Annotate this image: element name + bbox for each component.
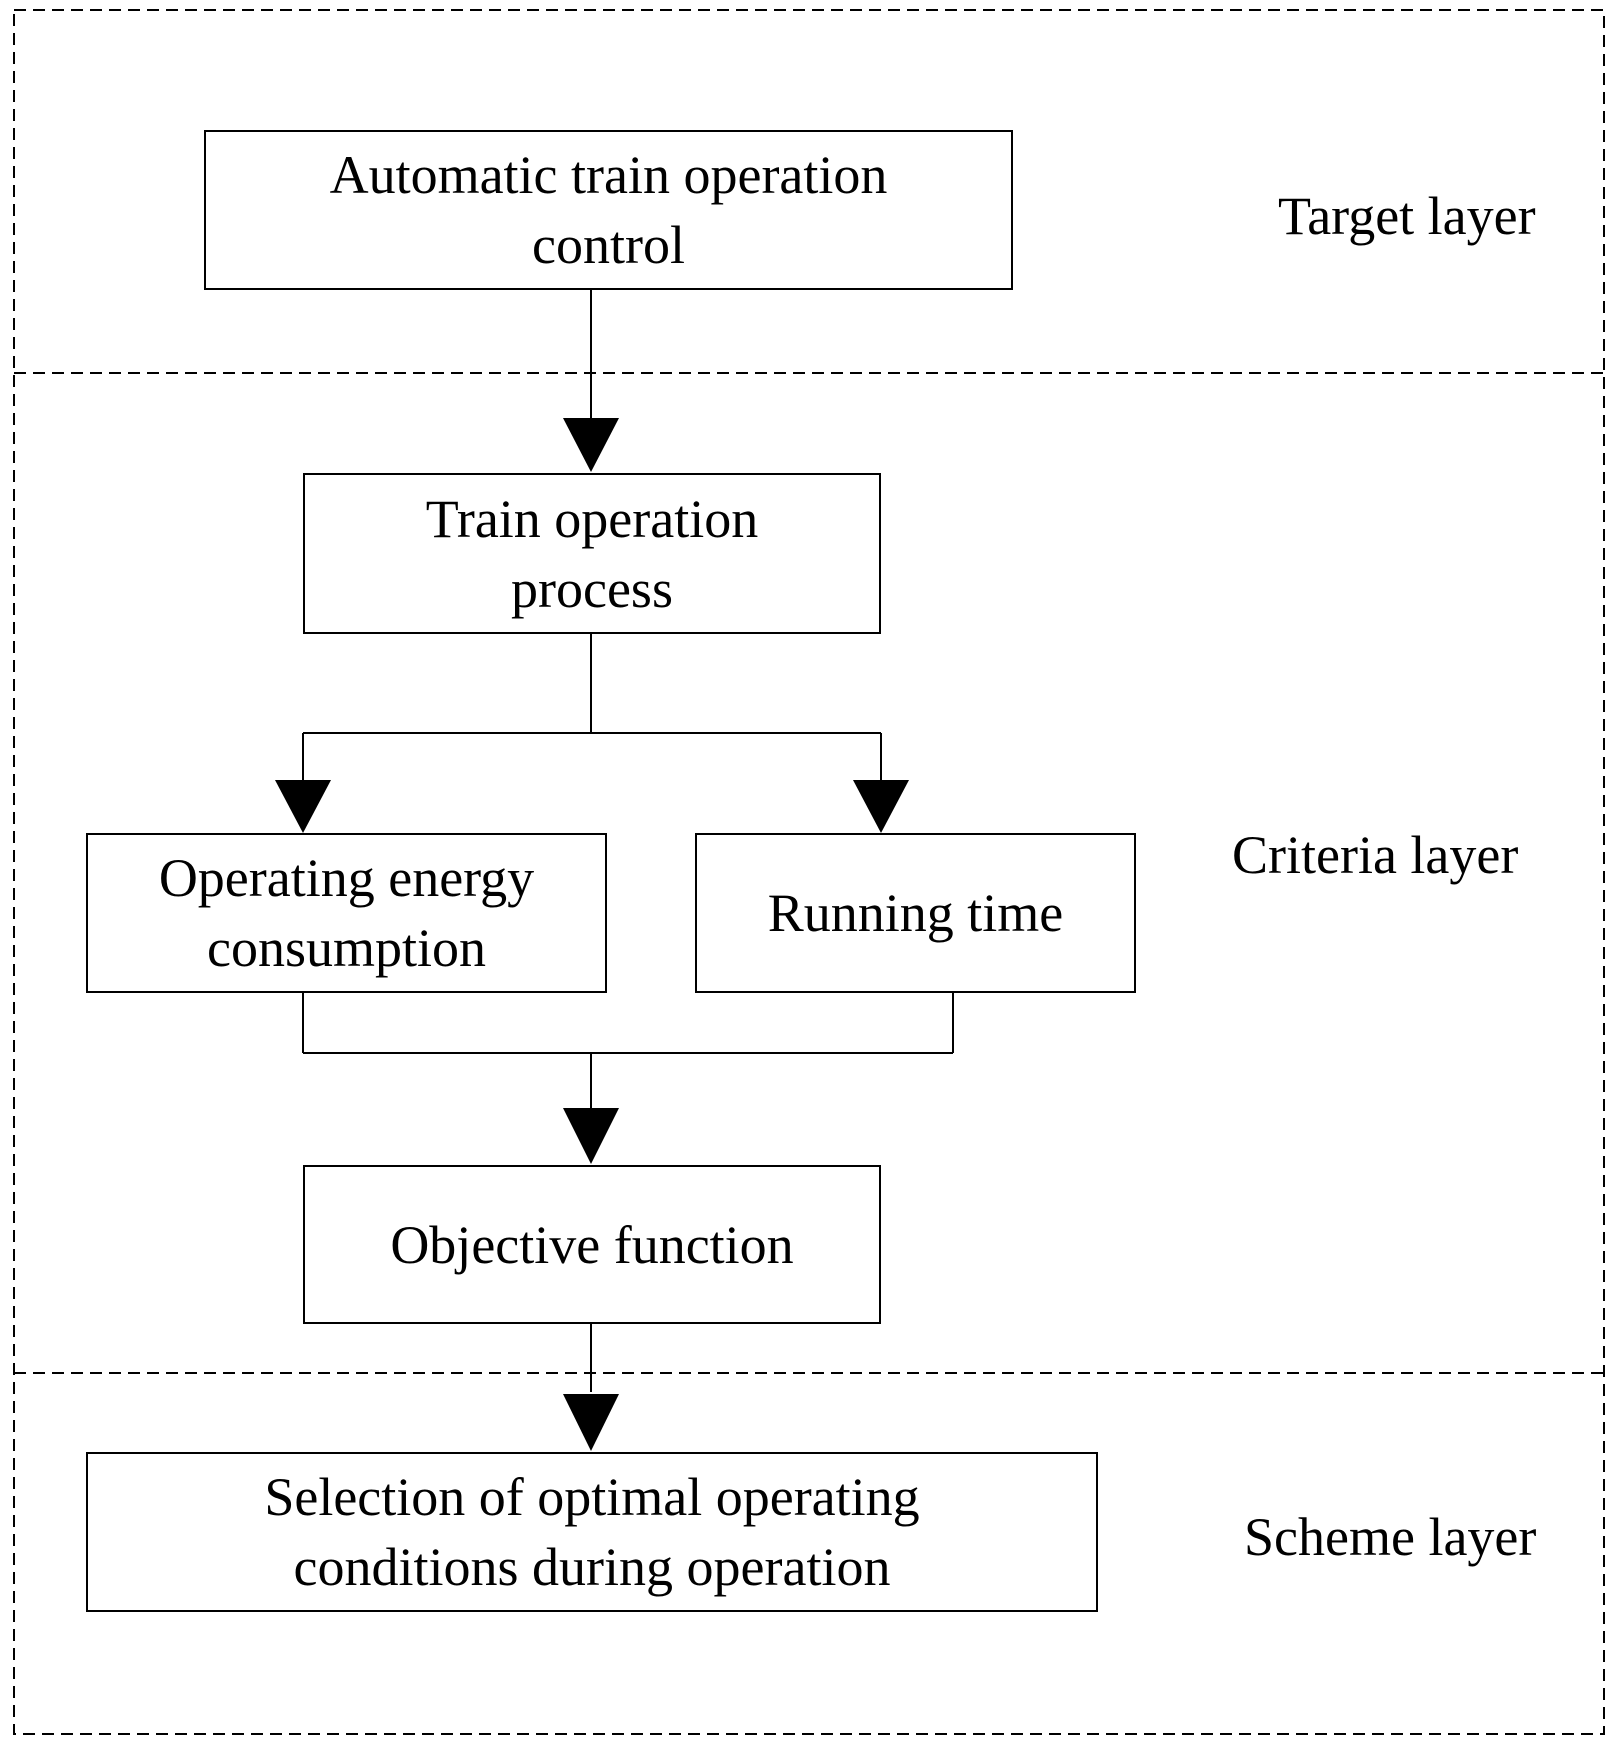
arrowhead-process <box>563 418 619 472</box>
node-text-line1: Operating energy <box>158 848 535 908</box>
node-text-line2: consumption <box>207 918 486 978</box>
node-selection-of-optimal-conditions: Selection of optimal operating condition… <box>86 1452 1098 1612</box>
node-running-time: Running time <box>695 833 1136 993</box>
label-scheme-layer: Scheme layer <box>1244 1507 1537 1567</box>
node-train-operation-process: Train operation process <box>303 473 881 634</box>
node-text-line1: Objective function <box>390 1214 794 1275</box>
node-text-line2: process <box>511 558 673 619</box>
node-text-line1: Selection of optimal operating <box>264 1467 920 1527</box>
node-text-line1: Running time <box>767 883 1064 943</box>
arrowhead-selection <box>563 1394 619 1451</box>
arrowhead-objective <box>563 1108 619 1164</box>
node-text-line1: Automatic train operation <box>329 145 888 205</box>
label-target-layer: Target layer <box>1278 186 1536 246</box>
node-operating-energy-consumption: Operating energy consumption <box>86 833 607 993</box>
node-text-line1: Train operation <box>425 488 759 549</box>
arrowhead-running-time <box>853 780 909 833</box>
node-text-line2: conditions during operation <box>293 1537 891 1597</box>
arrowhead-energy <box>275 780 331 833</box>
node-text-line2: control <box>532 215 685 275</box>
node-objective-function: Objective function <box>303 1165 881 1324</box>
node-automatic-train-operation-control: Automatic train operation control <box>204 130 1013 290</box>
label-criteria-layer: Criteria layer <box>1232 825 1519 885</box>
outer-dashed-frame <box>13 9 1605 1735</box>
